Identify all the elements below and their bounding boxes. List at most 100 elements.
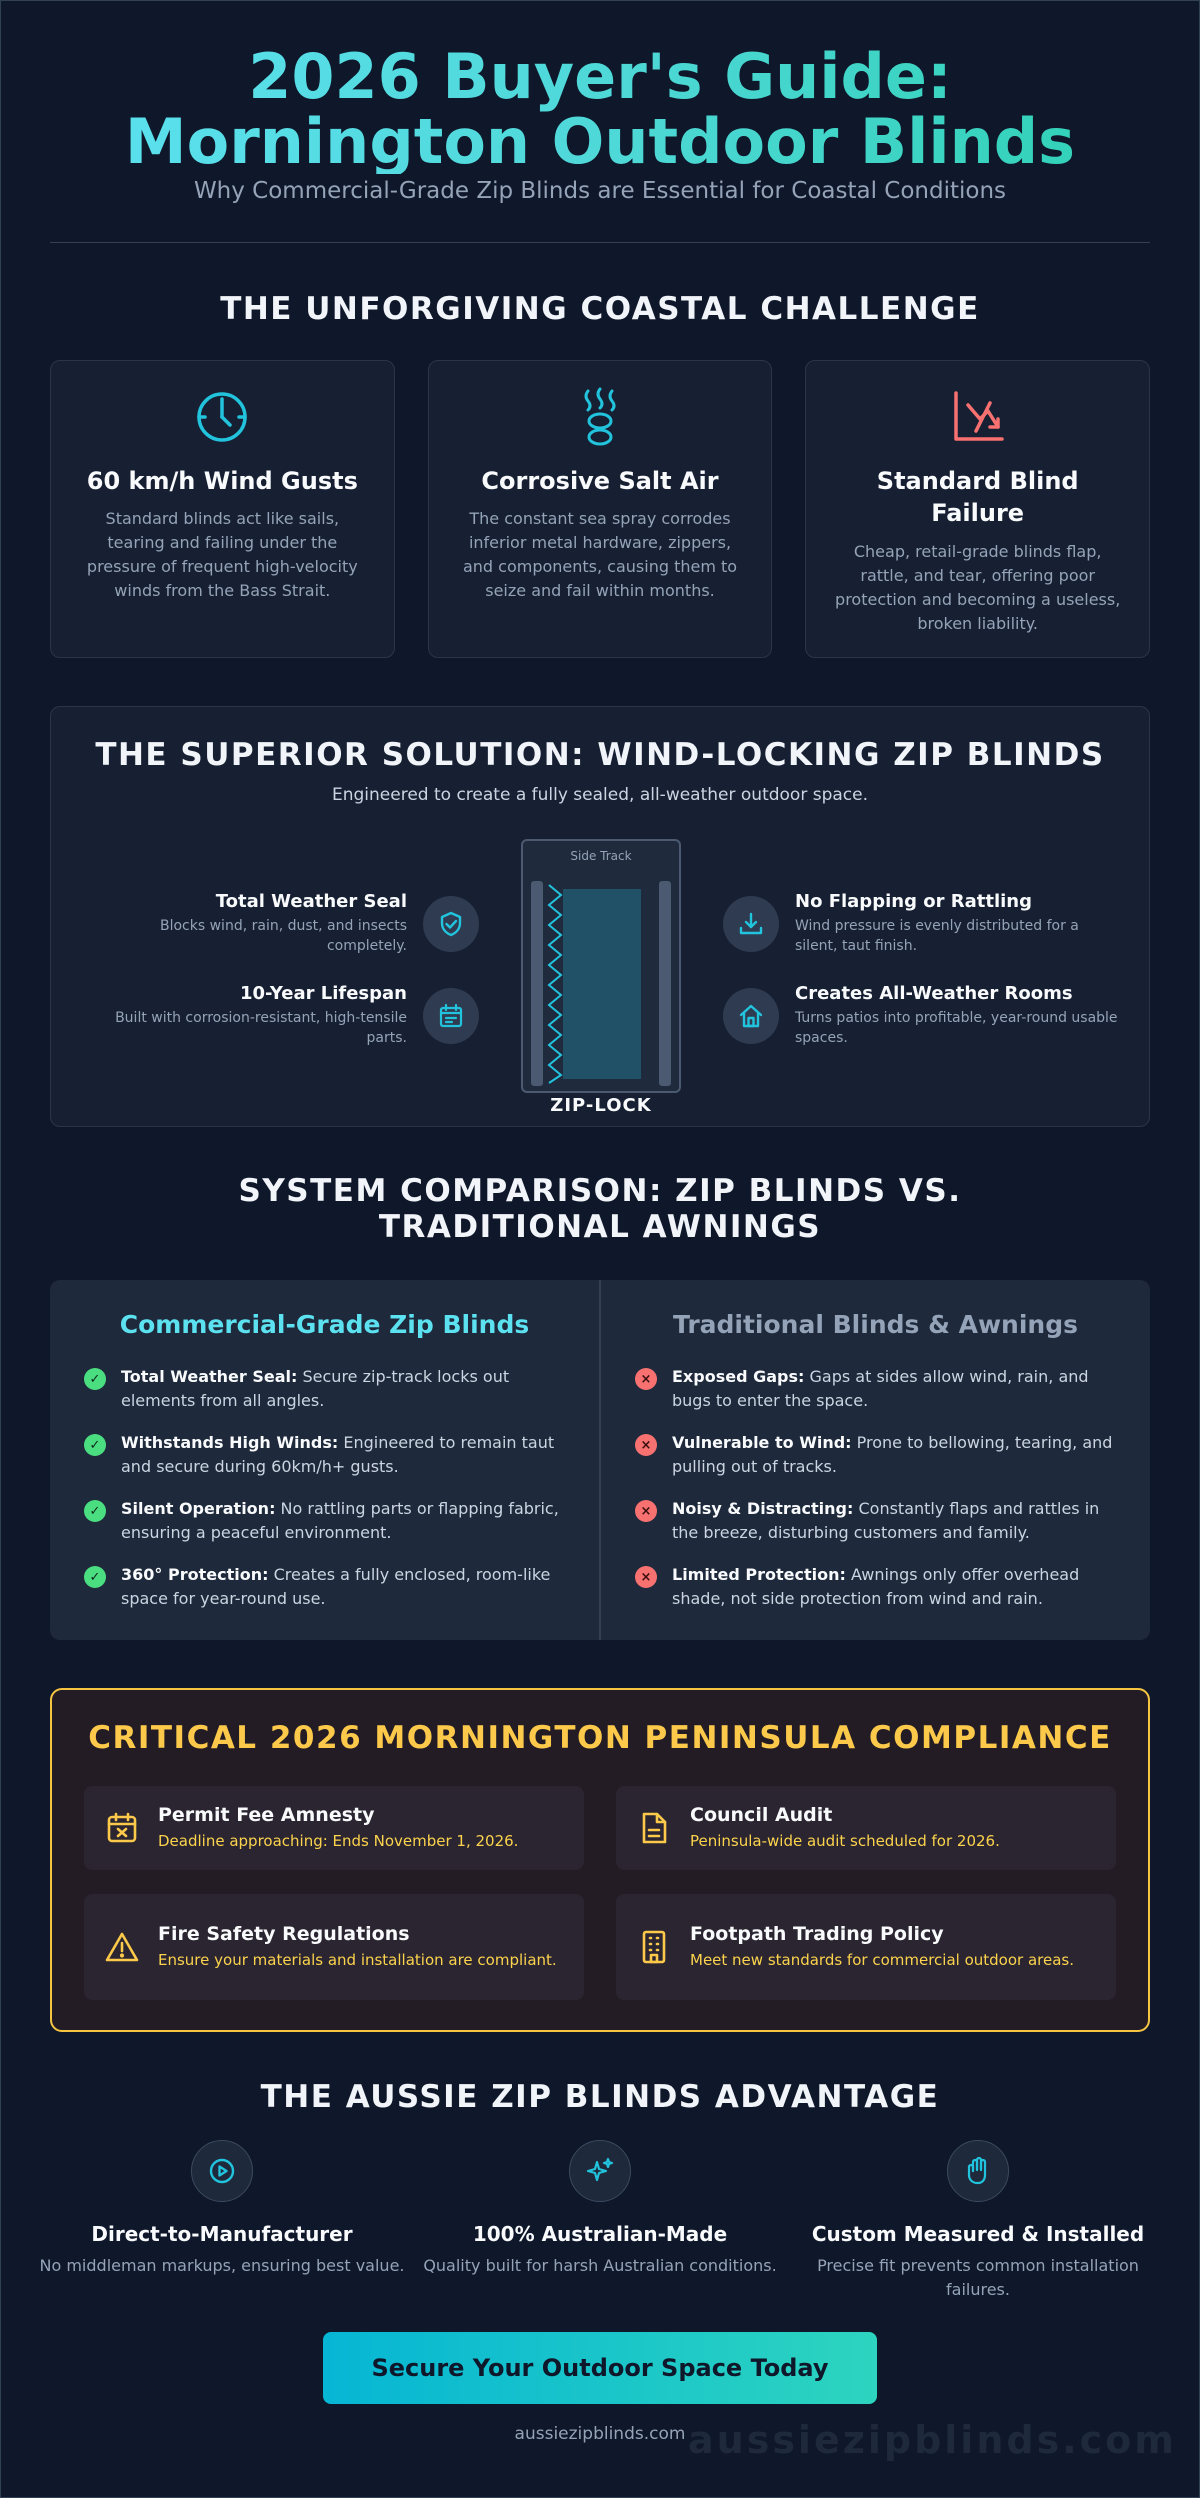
compliance-item-title: Permit Fee Amnesty — [158, 1803, 375, 1826]
solution-section-title: THE SUPERIOR SOLUTION: WIND-LOCKING ZIP … — [95, 737, 1105, 773]
advantage-item-title: 100% Australian-Made — [472, 2222, 728, 2246]
advantage-item-text: No middleman markups, ensuring best valu… — [39, 2256, 405, 2275]
item-text: Secure zip-track locks out elements from… — [121, 1367, 510, 1410]
compliance-panel: CRITICAL 2026 MORNINGTON PENINSULA COMPL… — [50, 1688, 1150, 2032]
compliance-item-fire: Fire Safety Regulations Ensure your mate… — [84, 1894, 584, 2000]
compliance-item-audit: Council Audit Peninsula-wide audit sched… — [616, 1786, 1116, 1870]
challenge-card-title: 60 km/h Wind Gusts — [86, 467, 358, 495]
compliance-item-text: Peninsula-wide audit scheduled for 2026. — [690, 1831, 1000, 1850]
comparison-section-title: SYSTEM COMPARISON: ZIP BLINDS VS. TRADIT… — [238, 1173, 962, 1245]
solution-panel: THE SUPERIOR SOLUTION: WIND-LOCKING ZIP … — [50, 706, 1150, 1127]
home-icon — [723, 987, 779, 1044]
compliance-item-title: Council Audit — [690, 1803, 833, 1826]
item-text: Constantly flaps and rattles in the bree… — [672, 1499, 1100, 1542]
compliance-item-footpath: Footpath Trading Policy Meet new standar… — [616, 1894, 1116, 2000]
challenge-cards: 60 km/h Wind Gusts Standard blinds act l… — [50, 360, 1151, 658]
feature-text: Built with corrosion-resistant, high-ten… — [115, 1010, 407, 1047]
advantage-item-custom: Custom Measured & Installed Precise fit … — [788, 2140, 1168, 2302]
challenge-card-text: Standard blinds act like sails, tearing … — [86, 509, 358, 601]
comparison-zip-blinds: Commercial-Grade Zip Blinds ✓ Total Weat… — [50, 1280, 599, 1640]
x-icon: × — [635, 1500, 657, 1522]
list-item: × Vulnerable to Wind: Prone to bellowing… — [635, 1431, 1116, 1479]
check-icon: ✓ — [84, 1434, 106, 1456]
x-icon: × — [635, 1368, 657, 1390]
compliance-item-text: Meet new standards for commercial outdoo… — [690, 1950, 1074, 1969]
hand-icon — [947, 2140, 1009, 2202]
item-label: 360° Protection: — [121, 1565, 269, 1584]
check-icon: ✓ — [84, 1368, 106, 1390]
item-text: Creates a fully enclosed, room-like spac… — [121, 1565, 551, 1608]
feature-title: Total Weather Seal — [215, 891, 407, 912]
footer-domain-link[interactable]: aussiezipblinds.com — [514, 2424, 686, 2444]
item-text: Gaps at sides allow wind, rain, and bugs… — [672, 1367, 1089, 1410]
list-item: × Noisy & Distracting: Constantly flaps … — [635, 1497, 1116, 1545]
comparison-traditional: Traditional Blinds & Awnings × Exposed G… — [599, 1280, 1150, 1640]
advantage-section-title: THE AUSSIE ZIP BLINDS ADVANTAGE — [260, 2079, 940, 2115]
zip-track-diagram: Side Track — [521, 839, 681, 1093]
advantage-item-text: Quality built for harsh Australian condi… — [423, 2256, 777, 2275]
advantage-item-direct: Direct-to-Manufacturer No middleman mark… — [32, 2140, 412, 2278]
list-item: ✓ Silent Operation: No rattling parts or… — [84, 1497, 565, 1545]
comparison-column-title: Traditional Blinds & Awnings — [673, 1310, 1078, 1339]
shield-check-icon — [423, 895, 479, 952]
challenge-card-text: Cheap, retail-grade blinds flap, rattle,… — [835, 541, 1121, 633]
challenge-card-title: Standard Blind Failure — [876, 467, 1079, 528]
item-text: No rattling parts or flapping fabric, en… — [121, 1499, 559, 1542]
feature-weather-seal: Total Weather Seal Blocks wind, rain, du… — [81, 891, 479, 957]
compliance-item-text: Ensure your materials and installation a… — [158, 1950, 557, 1969]
item-text: Prone to bellowing, tearing, and pulling… — [672, 1433, 1113, 1476]
challenge-card-text: The constant sea spray corrodes inferior… — [462, 509, 738, 601]
x-icon: × — [635, 1566, 657, 1588]
compliance-section-title: CRITICAL 2026 MORNINGTON PENINSULA COMPL… — [88, 1720, 1112, 1756]
watermark: aussiezipblinds.com — [688, 2418, 1177, 2462]
list-item: ✓ 360° Protection: Creates a fully enclo… — [84, 1563, 565, 1611]
feature-no-flapping: No Flapping or Rattling Wind pressure is… — [723, 891, 1121, 957]
compliance-item-permit: Permit Fee Amnesty Deadline approaching:… — [84, 1786, 584, 1870]
item-label: Withstands High Winds: — [121, 1433, 339, 1452]
sparkles-icon — [569, 2140, 631, 2202]
advantage-item-title: Direct-to-Manufacturer — [91, 2222, 353, 2246]
play-circle-icon — [191, 2140, 253, 2202]
compliance-item-title: Footpath Trading Policy — [690, 1922, 944, 1945]
item-label: Limited Protection: — [672, 1565, 846, 1584]
blind-fabric — [563, 889, 641, 1079]
feature-title: Creates All-Weather Rooms — [795, 983, 1073, 1004]
cta-button[interactable]: Secure Your Outdoor Space Today — [323, 2332, 877, 2404]
check-icon: ✓ — [84, 1500, 106, 1522]
solution-subtitle: Engineered to create a fully sealed, all… — [331, 785, 868, 805]
item-label: Vulnerable to Wind: — [672, 1433, 852, 1452]
page-subtitle: Why Commercial-Grade Zip Blinds are Esse… — [193, 178, 1007, 204]
download-icon — [723, 895, 779, 952]
zipper-teeth — [547, 884, 563, 1084]
list-item: × Limited Protection: Awnings only offer… — [635, 1563, 1116, 1611]
check-icon: ✓ — [84, 1566, 106, 1588]
calendar-x-icon — [102, 1808, 142, 1848]
feature-text: Wind pressure is evenly distributed for … — [795, 918, 1079, 955]
item-label: Silent Operation: — [121, 1499, 276, 1518]
x-icon: × — [635, 1434, 657, 1456]
decline-chart-icon — [834, 387, 1121, 447]
side-track-label: Side Track — [570, 849, 632, 863]
list-item: ✓ Withstands High Winds: Engineered to r… — [84, 1431, 565, 1479]
header-divider — [50, 242, 1150, 243]
item-label: Noisy & Distracting: — [672, 1499, 854, 1518]
building-icon — [634, 1927, 674, 1967]
calendar-icon — [423, 987, 479, 1044]
warning-icon — [102, 1927, 142, 1967]
challenge-card-salt: Corrosive Salt Air The constant sea spra… — [427, 360, 773, 658]
salt-air-icon — [457, 387, 744, 447]
item-label: Exposed Gaps: — [672, 1367, 805, 1386]
feature-lifespan: 10-Year Lifespan Built with corrosion-re… — [81, 983, 479, 1049]
item-label: Total Weather Seal: — [121, 1367, 298, 1386]
item-text: Awnings only offer overhead shade, not s… — [672, 1565, 1080, 1608]
list-item: × Exposed Gaps: Gaps at sides allow wind… — [635, 1365, 1116, 1413]
feature-title: 10-Year Lifespan — [240, 983, 407, 1004]
challenge-card-wind: 60 km/h Wind Gusts Standard blinds act l… — [50, 360, 395, 658]
feature-all-weather: Creates All-Weather Rooms Turns patios i… — [723, 983, 1121, 1049]
compliance-item-title: Fire Safety Regulations — [158, 1922, 410, 1945]
challenge-section-title: THE UNFORGIVING COASTAL CHALLENGE — [220, 291, 980, 327]
comparison-column-title: Commercial-Grade Zip Blinds — [119, 1310, 530, 1339]
item-text: Engineered to remain taut and secure dur… — [121, 1433, 555, 1476]
right-rail — [659, 881, 671, 1086]
compliance-item-text: Deadline approaching: Ends November 1, 2… — [158, 1831, 519, 1850]
